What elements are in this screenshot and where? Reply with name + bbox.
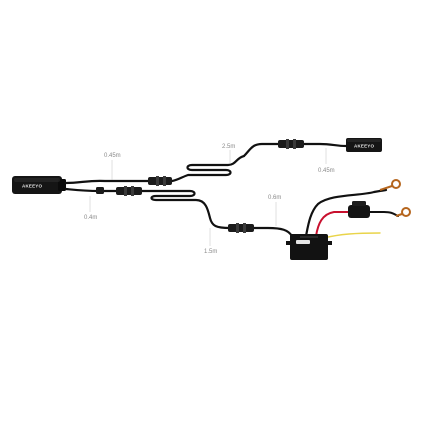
length-label-rear-main: 2.5m: [222, 144, 235, 150]
rear-inline-connector: [278, 139, 304, 149]
upper-coiled-cable: [170, 154, 246, 183]
front-junction: [96, 187, 104, 194]
lower-coiled-cable: [138, 189, 232, 230]
length-label-converter-lead: 0.6m: [268, 195, 281, 201]
converter-input-cable: [250, 226, 294, 238]
front-upper-connector: [148, 176, 172, 186]
converter-output-yellow: [323, 232, 381, 239]
rear-short-cable: [300, 142, 348, 148]
ring-terminal-bottom: [395, 207, 411, 217]
length-label-converter-input: 1.5m: [204, 249, 217, 255]
rear-main-cable: [242, 142, 282, 158]
front-camera-brand: AKEEYO: [22, 184, 43, 189]
rear-camera: AKEEYO: [346, 138, 382, 152]
fuse-holder: [348, 201, 370, 218]
ring-terminal-top: [379, 179, 401, 191]
length-label-front-upper: 0.45m: [104, 153, 121, 159]
converter-output-red: [315, 211, 351, 237]
converter-output-black: [304, 188, 388, 238]
rear-camera-brand: AKEEYO: [354, 144, 375, 149]
voltage-converter-box: [286, 234, 332, 260]
converter-inline-connector: [228, 223, 254, 233]
front-camera: AKEEYO: [12, 176, 66, 194]
front-upper-cable: [64, 179, 152, 185]
length-label-rear-short: 0.45m: [318, 168, 335, 174]
front-lower-connector: [116, 186, 142, 196]
length-label-front-lower: 0.4m: [84, 215, 97, 221]
